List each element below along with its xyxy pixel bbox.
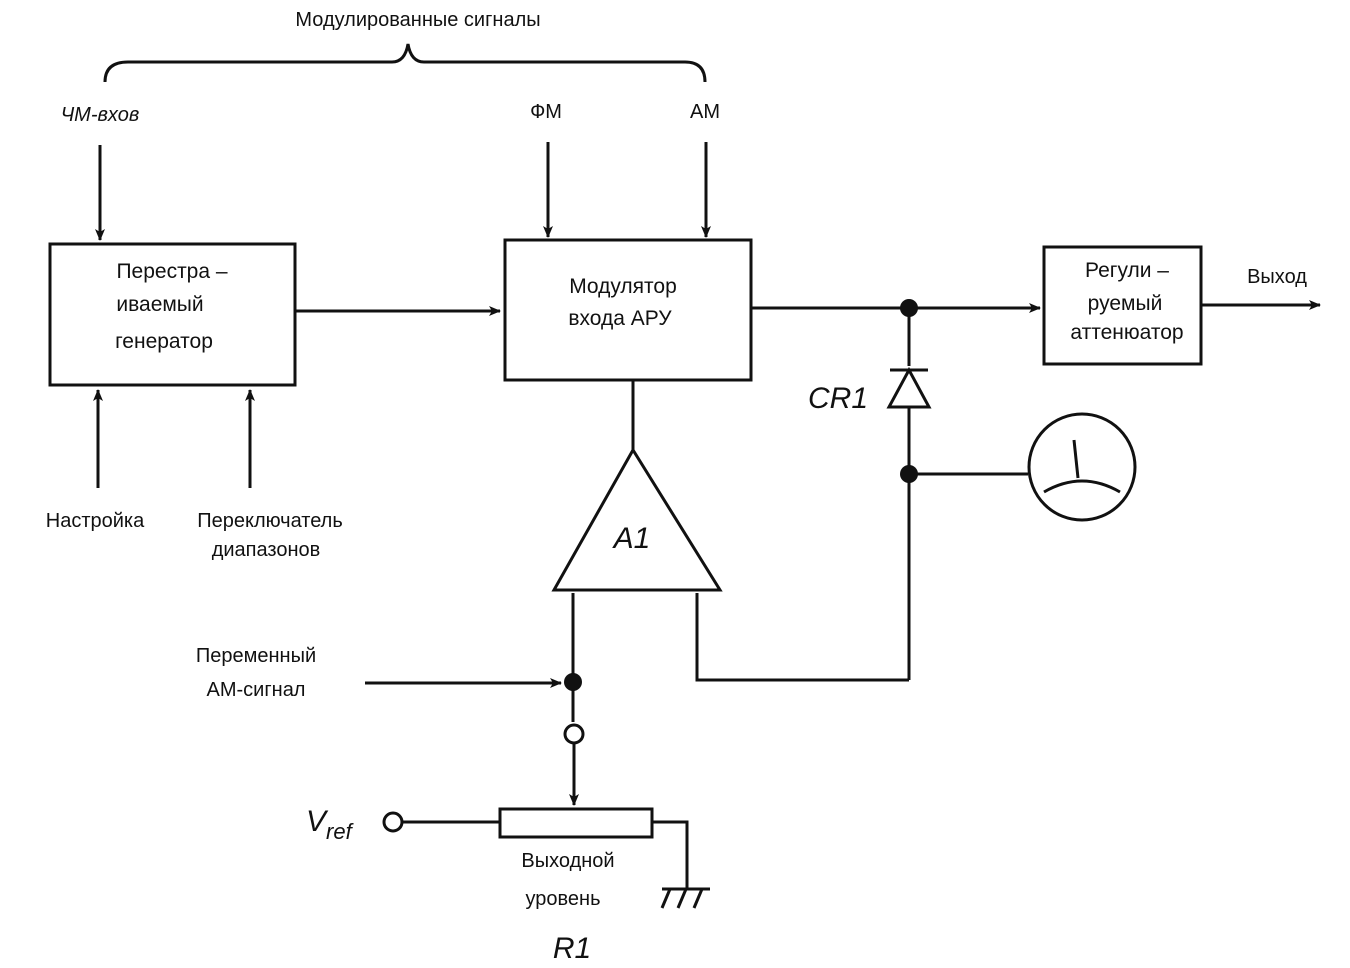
output-label: Выход	[1247, 266, 1307, 288]
tuning-label: Настройка	[46, 510, 145, 532]
output-level-label-line2: уровень	[525, 888, 600, 910]
variable-am-label-line2: АМ-сигнал	[207, 679, 306, 701]
vref-main: V	[306, 805, 329, 838]
attenuator-label-line2: руемый	[1088, 292, 1163, 315]
feedback-wire	[695, 593, 909, 682]
attenuator-label-line3: аттенюатор	[1070, 321, 1183, 344]
diode-symbol	[886, 366, 932, 409]
variable-am-label-line1: Переменный	[196, 645, 316, 667]
output-level-potentiometer	[498, 807, 654, 839]
level-meter-icon	[1027, 412, 1137, 522]
fm-input-label: ЧМ-вхов	[61, 104, 140, 126]
resistor-label: R1	[553, 932, 591, 965]
output-level-label-line1: Выходной	[521, 850, 614, 872]
ground-hatch-2	[676, 888, 688, 909]
vref-subscript: ref	[326, 819, 355, 844]
modulated-signals-label: Модулированные сигналы	[295, 9, 540, 31]
modulator-label-line1: Модулятор	[569, 275, 677, 298]
band-switch-label-line2: диапазонов	[212, 539, 321, 561]
modulated-signals-brace	[103, 43, 707, 83]
meter-scale-arc	[1043, 479, 1121, 494]
band-switch-label-line1: Переключатель	[197, 510, 343, 532]
vref-terminal	[382, 811, 404, 833]
diode-label: CR1	[808, 382, 868, 415]
modulator-label-line2: входа АРУ	[568, 307, 672, 330]
am-junction	[564, 673, 582, 691]
generator-label-line3: генератор	[115, 330, 213, 353]
agc-input-modulator-block	[503, 238, 753, 382]
wiper-terminal	[563, 723, 585, 745]
amplifier-label: A1	[612, 522, 651, 555]
attenuator-label-line1: Регули –	[1085, 259, 1169, 282]
ground-hatch-3	[692, 888, 704, 909]
ground-hatch-1	[660, 888, 672, 909]
meter-needle	[1072, 439, 1080, 479]
generator-label-line1: Перестра –	[116, 260, 227, 283]
pm-input-label: ФМ	[530, 101, 562, 123]
ground-wire	[652, 820, 689, 889]
generator-label-line2: иваемый	[116, 293, 203, 316]
tunable-generator-block	[48, 242, 297, 387]
vref-label: Vref	[306, 805, 355, 844]
am-input-label: АМ	[690, 101, 720, 123]
amplifier-a1-symbol	[551, 447, 723, 592]
